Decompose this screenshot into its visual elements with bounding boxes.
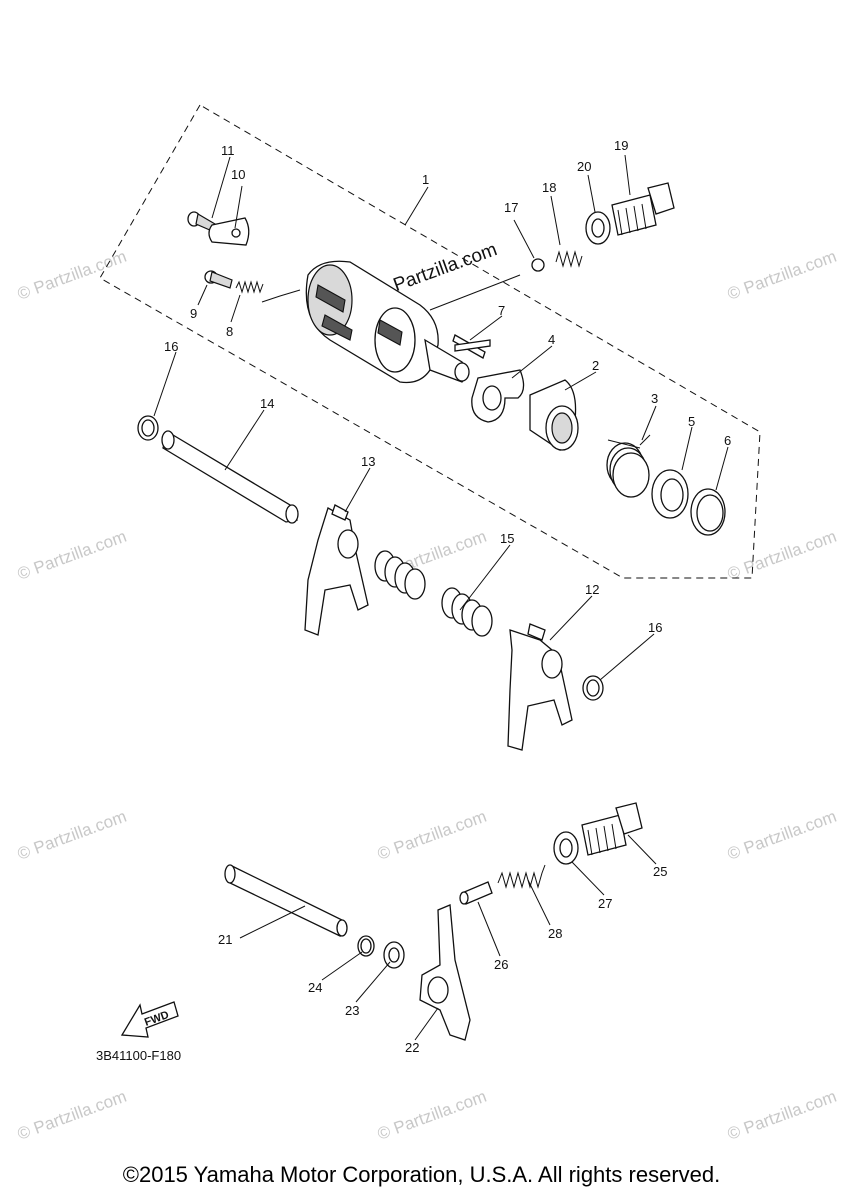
watermark: © Partzilla.com [375,807,489,864]
callout-19: 19 [614,138,628,153]
leader-lines [153,154,729,1041]
callout-24: 24 [308,980,322,995]
callout-7: 7 [498,303,505,318]
callout-13: 13 [361,454,375,469]
callout-28: 28 [548,926,562,941]
callout-16a: 16 [164,339,178,354]
part-shaft-14 [161,430,299,524]
callout-5: 5 [688,414,695,429]
part-pin-7 [454,339,491,352]
callout-8: 8 [226,324,233,339]
part-spring-3 [606,434,651,498]
part-circlip-6 [690,488,726,536]
callout-3: 3 [651,391,658,406]
watermark: © Partzilla.com [725,807,839,864]
part-circlip-16a [137,415,159,441]
callout-9: 9 [190,306,197,321]
part-circlip-16b [582,675,604,701]
watermark: © Partzilla.com [725,247,839,304]
callout-25: 25 [653,864,667,879]
callout-14: 14 [260,396,274,411]
callout-20: 20 [577,159,591,174]
part-bolt-25 [581,802,643,856]
callouts: 1 2 3 4 5 6 7 8 9 10 11 12 13 14 15 16 1… [164,138,731,1055]
callout-1: 1 [422,172,429,187]
callout-10: 10 [231,167,245,182]
watermark: © Partzilla.com [15,247,129,304]
part-segment-2 [529,379,579,451]
callout-18: 18 [542,180,556,195]
watermark: © Partzilla.com [375,1087,489,1144]
part-fork-12 [507,623,573,751]
watermark: © Partzilla.com [15,1087,129,1144]
watermark: © Partzilla.com [725,527,839,584]
part-fork-13 [304,504,369,636]
part-shift-drum-1 [305,260,486,384]
callout-23: 23 [345,1003,359,1018]
part-washer-23 [383,941,405,969]
part-washer-27 [553,831,579,865]
callout-4: 4 [548,332,555,347]
watermark: © Partzilla.com [15,807,129,864]
part-plate-10 [208,217,250,246]
callout-17: 17 [504,200,518,215]
part-ball-17 [531,258,545,272]
part-circlip-24 [357,935,375,957]
part-washer-20 [585,211,611,245]
part-spring-18 [555,250,583,268]
callout-2: 2 [592,358,599,373]
part-stopper-4 [471,369,525,423]
part-bolt-19 [611,182,675,236]
part-spring-8 [235,280,264,294]
callout-6: 6 [724,433,731,448]
callout-12: 12 [585,582,599,597]
part-pin-26 [459,881,493,905]
copyright-notice: ©2015 Yamaha Motor Corporation, U.S.A. A… [122,1162,721,1187]
diagram-code: 3B41100-F180 [96,1048,181,1063]
watermark: © Partzilla.com [15,527,129,584]
fwd-arrow-icon: FWD [120,1001,179,1038]
callout-27: 27 [598,896,612,911]
callout-21: 21 [218,932,232,947]
watermark: © Partzilla.com [725,1087,839,1144]
part-pin-9 [204,270,233,289]
part-lever-22 [419,904,471,1041]
callout-26: 26 [494,957,508,972]
callout-22: 22 [405,1040,419,1055]
part-spring-28 [497,864,546,889]
callout-15: 15 [500,531,514,546]
part-washer-5 [651,469,689,519]
part-shaft-21 [224,864,348,937]
callout-16b: 16 [648,620,662,635]
assembly-boundary [99,104,761,579]
callout-11: 11 [221,143,235,158]
